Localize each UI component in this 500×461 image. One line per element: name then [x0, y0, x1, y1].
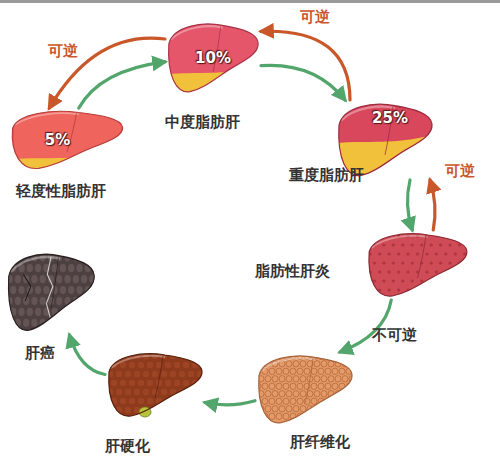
liver-illustration — [105, 350, 205, 420]
fat-percentage: 25% — [372, 109, 408, 127]
liver-node: 肝纤维化 — [255, 352, 355, 427]
stage-label: 肝硬化 — [105, 437, 150, 456]
stage-label: 脂肪性肝炎 — [255, 262, 330, 281]
liver-illustration — [255, 352, 355, 427]
liver-node: 肝癌 — [5, 250, 97, 335]
stage-label: 轻度性脂肪肝 — [16, 182, 106, 201]
arrow-label: 可逆 — [445, 162, 475, 181]
liver-node: 10%中度脂肪肝 — [165, 20, 261, 96]
stage-label: 肝纤维化 — [290, 433, 350, 452]
progression-arrow — [407, 180, 412, 230]
liver-illustration — [365, 230, 470, 300]
progression-arrow — [69, 335, 105, 375]
stage-label: 肝癌 — [25, 344, 55, 363]
liver-node: 肝硬化 — [105, 350, 205, 420]
arrow-label: 不可逆 — [372, 326, 417, 345]
arrow-label: 可逆 — [300, 8, 330, 27]
progression-arrow — [79, 62, 165, 108]
liver-illustration — [5, 250, 97, 335]
liver-node: 5%轻度性脂肪肝 — [8, 108, 126, 172]
fat-percentage: 10% — [195, 49, 231, 67]
progression-arrow — [261, 65, 345, 100]
arrow-label: 可逆 — [48, 42, 78, 61]
stage-label: 重度脂肪肝 — [289, 166, 364, 185]
progression-arrow — [205, 401, 255, 405]
liver-node: 脂肪性肝炎 — [365, 230, 470, 300]
top-rule — [0, 0, 500, 3]
fat-percentage: 5% — [45, 131, 70, 149]
progression-arrow — [430, 180, 435, 230]
progression-arrow — [261, 31, 350, 100]
liver-node: 25%重度脂肪肝 — [335, 100, 435, 180]
stage-label: 中度脂肪肝 — [165, 113, 240, 132]
